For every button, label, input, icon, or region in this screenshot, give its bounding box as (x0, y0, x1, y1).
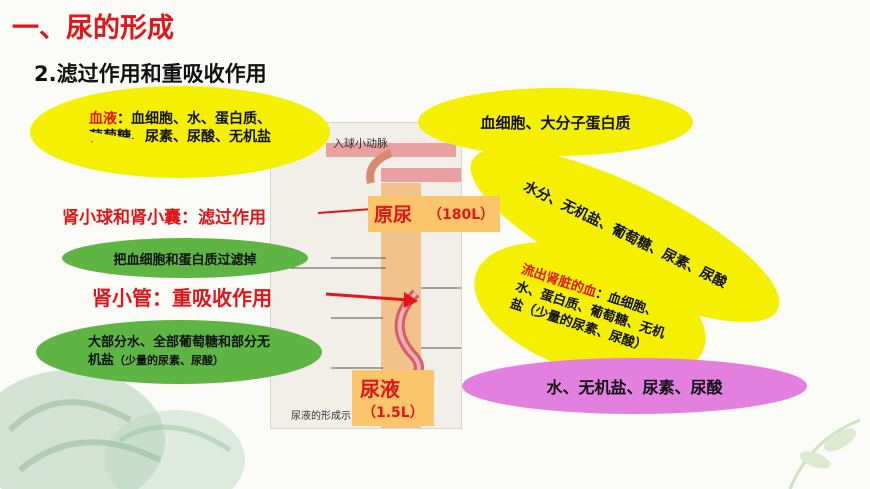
glomerulus-label: 肾小球和肾小囊：滤过作用 (62, 208, 266, 228)
page-subtitle: 2.滤过作用和重吸收作用 (34, 62, 267, 86)
watermelon-decoration (0, 370, 245, 489)
cells-bubble-text: 血细胞、大分子蛋白质 (480, 113, 631, 132)
blood-line1: 血细胞、水、蛋白质、 (131, 111, 271, 127)
blood-label: 血液 (89, 111, 117, 127)
filter-bubble-text: 把血细胞和蛋白质过滤掉 (113, 252, 257, 268)
blood-colon: ： (117, 111, 131, 127)
leaf-decoration (788, 418, 861, 489)
reabsorb-line2: 机盐 (87, 353, 114, 368)
urine-bubble-text: 水、无机盐、尿素、尿酸 (546, 378, 723, 397)
urine-bubble: 水、无机盐、尿素、尿酸 (462, 358, 807, 414)
urine-box: 尿液 （1.5L） (352, 370, 434, 426)
tubule-label: 肾小管：重吸收作用 (92, 286, 272, 310)
filter-bubble: 把血细胞和蛋白质过滤掉 (62, 238, 308, 278)
primary-urine-volume: （180L） (428, 207, 495, 223)
reabsorb-note: （少量的尿素、尿酸） (114, 354, 224, 367)
primary-urine-box: 原尿 （180L） (368, 196, 500, 232)
tubule-arrow (326, 292, 418, 308)
urine-label: 尿液 (360, 377, 400, 401)
urine-volume: （1.5L） (362, 405, 424, 421)
reabsorb-line1: 大部分水、全部葡萄糖和部分无 (87, 335, 270, 350)
glomerulus-arrow (318, 208, 373, 214)
primary-urine-label: 原尿 (374, 204, 413, 226)
reabsorb-bubble: 大部分水、全部葡萄糖和部分无 机盐（少量的尿素、尿酸） (36, 320, 322, 384)
blood-bubble-tail (80, 130, 140, 168)
blood-bubble: 血液：血细胞、水、蛋白质、 葡萄糖、尿素、尿酸、无机盐 (30, 86, 330, 178)
diagram-caption: 尿液的形成示 (291, 411, 351, 422)
cells-bubble: 血细胞、大分子蛋白质 (418, 88, 693, 156)
page-title: 一、尿的形成 (12, 13, 174, 44)
artery-label: 入球小动脉 (333, 137, 388, 150)
